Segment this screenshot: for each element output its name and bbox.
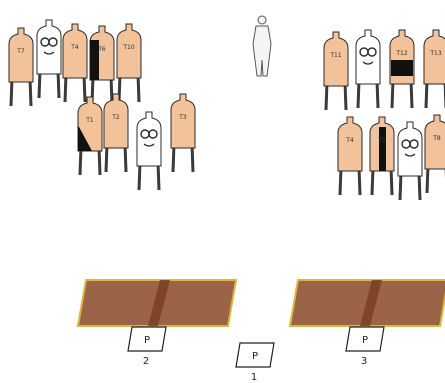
target — [137, 112, 161, 190]
target: T7 — [9, 28, 33, 106]
target-body — [425, 115, 445, 169]
target — [37, 20, 61, 98]
barricades — [78, 280, 445, 326]
target-body — [117, 24, 141, 78]
target: T4 — [63, 24, 87, 102]
position-number: 2 — [143, 356, 149, 367]
target: T13 — [424, 30, 445, 108]
target-body — [63, 24, 87, 78]
target-body — [338, 117, 362, 171]
target-label: T13 — [429, 50, 441, 57]
target: T5 — [370, 117, 394, 195]
position-marker: P2 — [128, 327, 166, 367]
position-number: 3 — [361, 356, 367, 367]
target-label: T7 — [16, 48, 25, 55]
position-number: 1 — [251, 372, 257, 383]
target-label: T10 — [122, 44, 134, 51]
target: T4 — [338, 117, 362, 195]
target-body — [104, 94, 128, 148]
barricade-board — [78, 280, 236, 326]
target: T11 — [324, 32, 348, 110]
target-body — [424, 30, 445, 84]
target-body — [398, 122, 422, 176]
target-label: T11 — [329, 52, 341, 59]
target-label: T3 — [178, 114, 187, 121]
target-body — [37, 20, 61, 74]
target: T8 — [425, 115, 445, 193]
black-panel — [379, 127, 386, 171]
target-label: T6 — [97, 46, 106, 53]
standing-figure — [253, 16, 271, 76]
target-label: T12 — [395, 50, 407, 57]
target-body — [9, 28, 33, 82]
target: T3 — [171, 94, 195, 172]
target-label: T4 — [345, 137, 354, 144]
target-label: T1 — [85, 117, 94, 124]
target: T12 — [390, 30, 414, 108]
black-panel — [391, 60, 413, 76]
target — [398, 122, 422, 200]
target: T6 — [90, 26, 114, 104]
target-body — [356, 30, 380, 84]
target-body — [171, 94, 195, 148]
target: T10 — [117, 24, 141, 102]
target-label: T4 — [70, 44, 79, 51]
target-label: T8 — [432, 135, 441, 142]
standing-figure-icon — [253, 16, 271, 76]
target-label: T2 — [111, 114, 120, 121]
position-letter: P — [144, 335, 150, 346]
barricade-board — [290, 280, 445, 326]
target-label: T5 — [377, 137, 386, 144]
position-letter: P — [362, 335, 368, 346]
position-marker: P1 — [236, 343, 274, 383]
target: T1 — [78, 97, 102, 175]
target-body — [324, 32, 348, 86]
target — [356, 30, 380, 108]
position-marker: P3 — [346, 327, 384, 367]
target-body — [137, 112, 161, 166]
position-letter: P — [252, 351, 258, 362]
target: T2 — [104, 94, 128, 172]
